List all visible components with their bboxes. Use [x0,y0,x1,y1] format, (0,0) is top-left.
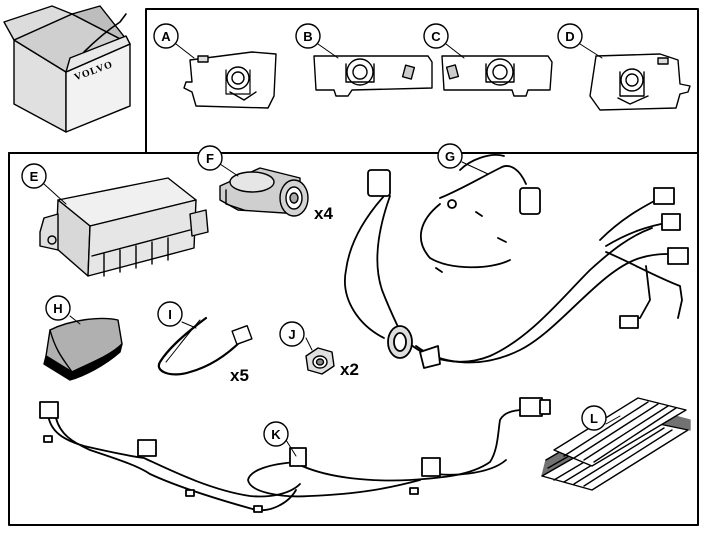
label-bubble-f: F [197,145,223,171]
part-f-sensor [219,167,309,217]
part-j-nut [305,347,335,375]
label-d: D [565,29,574,44]
part-d-bracket [589,53,691,111]
label-bubble-g: G [437,143,463,169]
label-l: L [590,411,598,426]
part-h-tape [43,317,123,381]
label-g: G [445,149,455,164]
label-bubble-e: E [21,163,47,189]
label-bubble-c: C [423,23,449,49]
label-bubble-i: I [157,301,183,327]
part-c-bracket [441,55,553,97]
part-b-bracket [313,55,433,97]
part-l-pads [541,397,691,491]
qty-f: x4 [314,204,333,223]
label-leader-lines [43,43,621,457]
label-j: J [288,327,295,342]
diagram-frame [8,8,699,526]
label-i: I [168,307,172,322]
label-bubble-d: D [557,23,583,49]
label-f: F [206,151,214,166]
label-e: E [30,169,39,184]
label-bubble-h: H [45,295,71,321]
part-g-harness [344,154,689,369]
label-c: C [431,29,441,44]
part-a-bracket [183,51,277,109]
label-b: B [303,29,312,44]
qty-j: x2 [340,360,359,379]
label-bubble-j: J [279,321,305,347]
part-e-control-unit [39,177,209,277]
label-bubble-k: K [263,421,289,447]
volvo-box-icon: VOLVO [3,5,131,133]
label-bubble-a: A [153,23,179,49]
label-bubble-b: B [295,23,321,49]
label-a: A [161,29,171,44]
qty-i: x5 [230,366,249,385]
part-i-cable-tie [157,316,253,376]
label-h: H [53,301,62,316]
label-k: K [271,427,281,442]
label-bubble-l: L [581,405,607,431]
